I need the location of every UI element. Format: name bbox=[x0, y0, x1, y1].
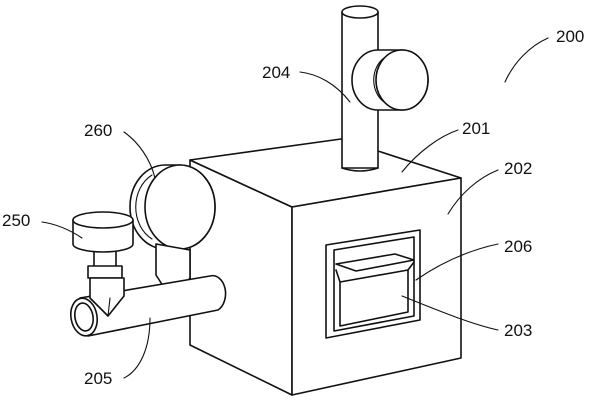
window-assembly bbox=[325, 229, 421, 339]
leader-205 bbox=[123, 317, 151, 379]
leader-250 bbox=[41, 221, 83, 239]
leader-260 bbox=[123, 131, 156, 179]
leader-203 bbox=[401, 295, 499, 331]
leader-201 bbox=[401, 129, 459, 173]
label-260: 260 bbox=[84, 121, 112, 140]
drawer-edge bbox=[335, 269, 341, 283]
small-valve-cap bbox=[72, 219, 134, 253]
small-valve bbox=[72, 211, 134, 317]
small-valve-stem bbox=[89, 277, 125, 317]
small-valve-stem-crease bbox=[107, 297, 111, 317]
drawer-top bbox=[335, 253, 415, 272]
label-201: 201 bbox=[462, 119, 490, 138]
label-205: 205 bbox=[84, 369, 112, 388]
horizontal-pipe-end-inner bbox=[74, 302, 94, 332]
leader-206 bbox=[415, 243, 499, 281]
label-202: 202 bbox=[504, 159, 532, 178]
leader-204 bbox=[299, 71, 351, 103]
label-250: 250 bbox=[2, 211, 30, 230]
leader-lines bbox=[41, 37, 549, 379]
drawer-edge-right bbox=[407, 261, 415, 271]
round-valve-cap bbox=[375, 49, 429, 111]
vertical-pipe-base bbox=[341, 167, 379, 172]
pipe-round-valve bbox=[351, 49, 429, 111]
leader-202 bbox=[447, 169, 499, 215]
vertical-pipe-top bbox=[341, 5, 379, 19]
round-valve-shade bbox=[373, 57, 385, 103]
label-200: 200 bbox=[556, 27, 584, 46]
horizontal-pipe bbox=[69, 274, 227, 337]
leader-200 bbox=[504, 37, 549, 83]
horizontal-pipe-body bbox=[79, 274, 227, 337]
large-valve-face bbox=[144, 164, 216, 250]
large-valve-shade bbox=[135, 174, 153, 240]
small-valve-cap-top bbox=[72, 211, 134, 229]
large-valve bbox=[129, 164, 216, 301]
drawer-front bbox=[339, 269, 409, 327]
small-valve-nut bbox=[87, 265, 123, 279]
label-204: 204 bbox=[262, 63, 290, 82]
reference-numerals: 200 204 201 202 206 203 260 250 205 bbox=[2, 27, 584, 388]
label-206: 206 bbox=[504, 237, 532, 256]
label-203: 203 bbox=[504, 321, 532, 340]
